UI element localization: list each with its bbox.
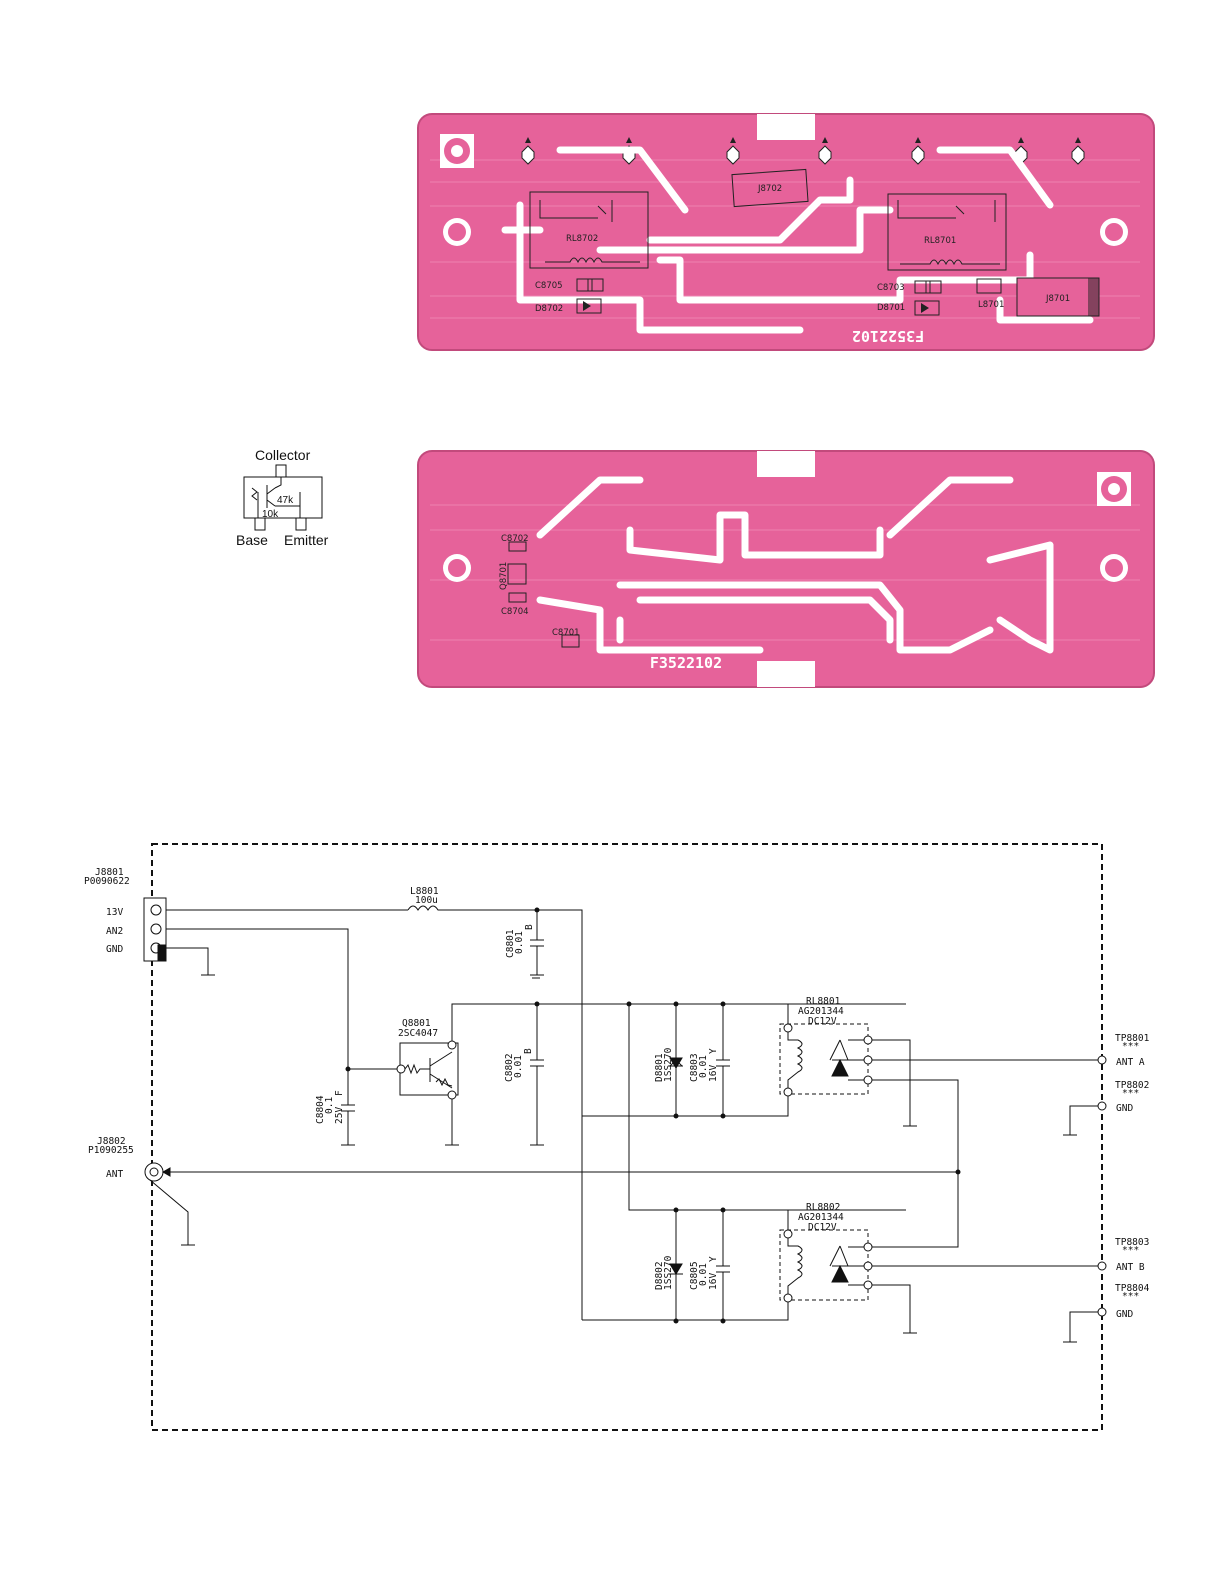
rl8802-ref: RL8802 — [806, 1202, 840, 1213]
c8802-type: B — [523, 1048, 534, 1054]
c8803-voltage: 16V — [708, 1065, 719, 1082]
pinout-collector-label: Collector — [255, 447, 311, 463]
rl8802-rating: DC12V — [808, 1222, 837, 1233]
j8801-ref: J8801 — [95, 867, 124, 878]
q8801-part: 2SC4047 — [398, 1028, 438, 1039]
pcb-bottom-board: C8702 Q8701 C8704 C8701 F3522102 — [417, 450, 1155, 688]
j8802-part: P1090255 — [88, 1145, 134, 1156]
tp8801-label: ANT A — [1116, 1057, 1145, 1068]
c8801-ref: C8801 — [505, 929, 516, 958]
transistor-q8801 — [396, 1040, 459, 1100]
label-j8701: J8701 — [1045, 294, 1070, 304]
pcb-bottom-part-number: F3522102 — [650, 654, 722, 672]
c8803-value: 0.01 — [698, 1055, 709, 1078]
pcb-top-board: J8702 RL8702 RL8701 C8705 D8702 C8703 D8… — [417, 113, 1155, 351]
tp8801-ref: TP8801 — [1115, 1033, 1150, 1044]
j8801-pin-an2: AN2 — [106, 926, 123, 937]
pcb-top-part-number: F3522102 — [852, 327, 924, 345]
pinout-r1: 47k — [277, 495, 294, 506]
q8801-ref: Q8801 — [402, 1018, 431, 1029]
label-rl8702: RL8702 — [566, 234, 598, 244]
relay-rl8802 — [779, 1229, 873, 1303]
j8801-pin-13v: 13V — [106, 907, 123, 918]
connector-j8801 — [143, 897, 167, 962]
j8801-pin-gnd: GND — [106, 944, 123, 955]
label-c8702: C8702 — [501, 534, 529, 544]
c8801-value: 0.01 — [514, 931, 525, 954]
c8801-type: B — [524, 924, 535, 930]
label-d8702: D8702 — [535, 304, 563, 314]
d8801-part: 1SS270 — [663, 1047, 674, 1082]
pinout-r2: 10k — [262, 509, 279, 520]
c8803-type: Y — [708, 1048, 719, 1054]
label-q8701: Q8701 — [499, 562, 509, 590]
c8804-type: F — [334, 1090, 345, 1096]
j8802-ref: J8802 — [97, 1136, 126, 1147]
j8801-part: P0090622 — [84, 876, 130, 887]
rl8801-rating: DC12V — [808, 1016, 837, 1027]
tp8802-ref: TP8802 — [1115, 1080, 1149, 1091]
c8805-ref: C8805 — [689, 1261, 700, 1290]
d8801-ref: D8801 — [654, 1053, 665, 1082]
c8805-value: 0.01 — [698, 1263, 709, 1286]
label-c8704: C8704 — [501, 607, 529, 617]
tp8803-label: ANT B — [1116, 1262, 1145, 1273]
d8802-part: 1SS270 — [663, 1255, 674, 1290]
tp8804-mark: *** — [1122, 1291, 1139, 1302]
label-rl8701: RL8701 — [924, 236, 956, 246]
label-c8703: C8703 — [877, 283, 905, 293]
schematic — [143, 843, 1107, 1431]
c8804-voltage: 25V — [334, 1107, 345, 1124]
label-c8701: C8701 — [552, 628, 580, 638]
c8802-ref: C8802 — [504, 1053, 515, 1082]
label-c8705: C8705 — [535, 281, 563, 291]
label-d8701: D8701 — [877, 303, 905, 313]
c8802-value: 0.01 — [513, 1055, 524, 1078]
tp8803-ref: TP8803 — [1115, 1237, 1149, 1248]
l8801-ref: L8801 — [410, 886, 439, 897]
label-l8701: L8701 — [978, 300, 1004, 310]
label-j8702: J8702 — [757, 184, 782, 194]
tp8804-label: GND — [1116, 1309, 1133, 1320]
rl8802-part: AG201344 — [798, 1212, 844, 1223]
fiducial-top-left — [440, 134, 474, 168]
c8804-value: 0.1 — [324, 1097, 335, 1114]
pinout-base-label: Base — [236, 532, 268, 548]
pinout-emitter-label: Emitter — [284, 532, 329, 548]
tp8803-mark: *** — [1122, 1245, 1139, 1256]
transistor-pinout: Collector 47k 10k Base Emitter — [236, 447, 329, 548]
c8805-type: Y — [708, 1256, 719, 1262]
tp8802-mark: *** — [1122, 1088, 1139, 1099]
relay-rl8801 — [779, 1023, 873, 1097]
c8803-ref: C8803 — [689, 1053, 700, 1082]
inductor-l8801 — [407, 905, 583, 1320]
tp8802-label: GND — [1116, 1103, 1133, 1114]
tp8801-mark: *** — [1122, 1041, 1139, 1052]
c8804-ref: C8804 — [315, 1095, 326, 1124]
rl8801-part: AG201344 — [798, 1006, 844, 1017]
fiducial-bottom-right — [1097, 472, 1131, 506]
schematic-labels: J8801 P0090622 13V AN2 GND L8801 100u C8… — [84, 867, 1150, 1320]
tp8804-ref: TP8804 — [1115, 1283, 1150, 1294]
j8802-pin: ANT — [106, 1169, 123, 1180]
d8802-ref: D8802 — [654, 1261, 665, 1290]
schematic-border — [151, 843, 1103, 1431]
c8805-voltage: 16V — [708, 1273, 719, 1290]
trace-gaps — [536, 476, 1054, 654]
rl8801-ref: RL8801 — [806, 996, 841, 1007]
l8801-value: 100u — [415, 895, 438, 906]
